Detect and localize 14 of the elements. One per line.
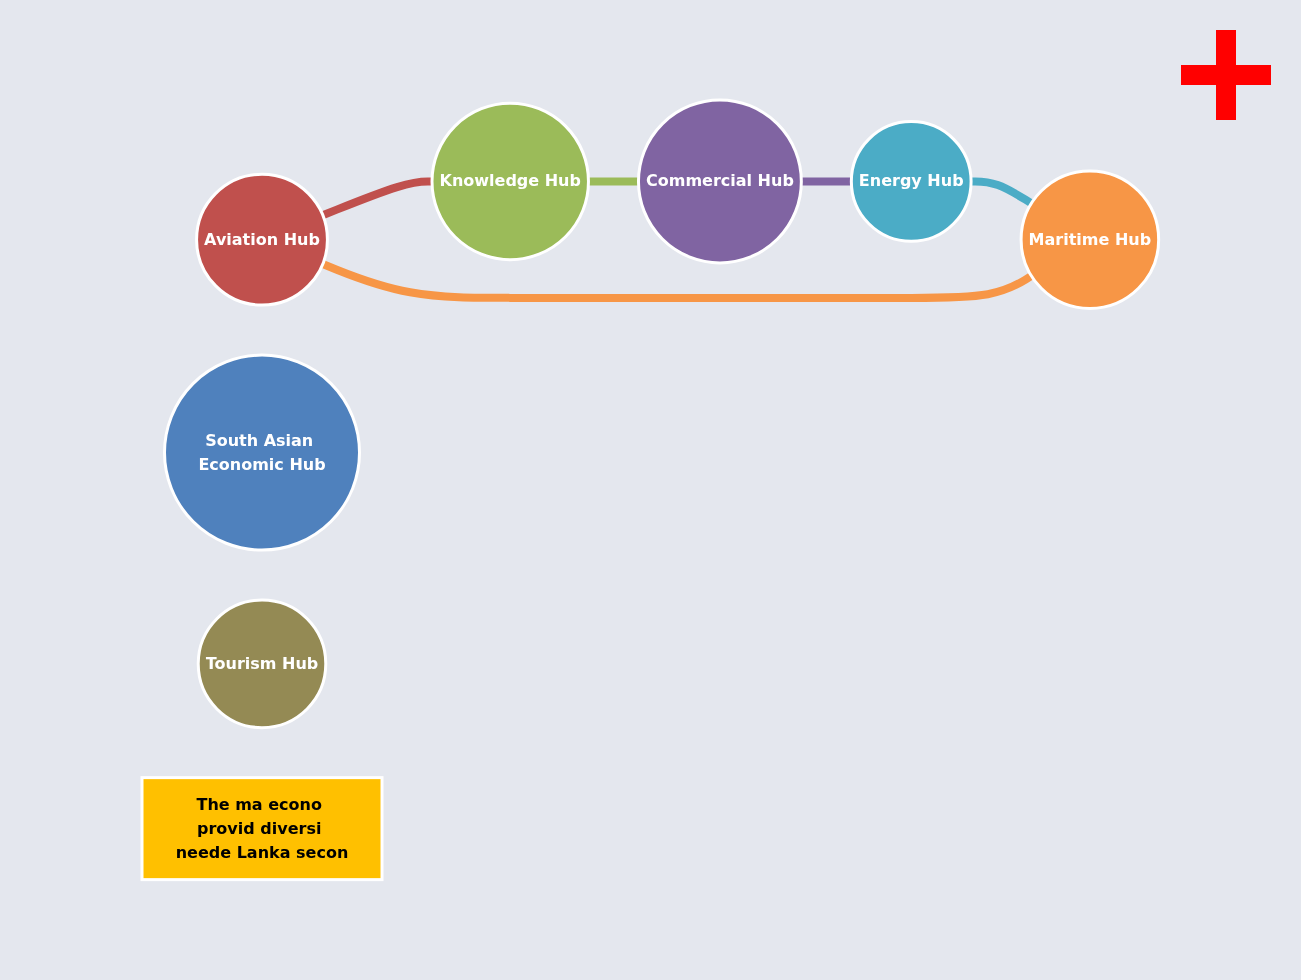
connector bbox=[321, 177, 433, 220]
connector bbox=[588, 177, 639, 186]
node-circle: Energy Hub bbox=[850, 120, 973, 243]
node-circle: South Asian Economic Hub bbox=[163, 353, 362, 552]
node-circle: Tourism Hub bbox=[196, 598, 328, 730]
connector bbox=[971, 177, 1034, 207]
node-circle: Commercial Hub bbox=[637, 98, 803, 265]
plus-sign bbox=[1181, 30, 1271, 120]
node-circle: Aviation Hub bbox=[195, 172, 330, 307]
node-circle: Maritime Hub bbox=[1019, 169, 1161, 311]
connector bbox=[321, 260, 1034, 303]
connector bbox=[801, 177, 852, 186]
node-circle: Knowledge Hub bbox=[430, 101, 591, 262]
node-box: The ma econo provid diversi neede Lanka secon bbox=[140, 776, 384, 882]
